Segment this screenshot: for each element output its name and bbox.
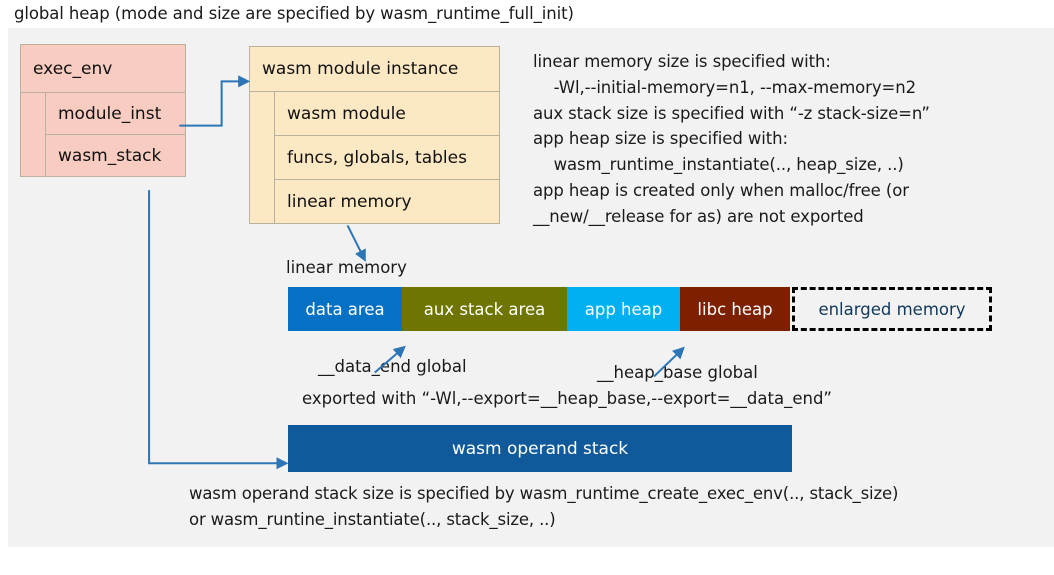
module-instance-field-linear-memory: linear memory <box>287 192 412 212</box>
memory-segment-libc-heap: libc heap <box>680 287 790 331</box>
page-title: global heap (mode and size are specified… <box>14 4 574 23</box>
linear-memory-bar: data area aux stack area app heap libc h… <box>288 287 992 331</box>
linear-memory-caption: linear memory <box>286 258 407 277</box>
memory-segment-aux-stack-area: aux stack area <box>402 287 567 331</box>
module-instance-body: wasm module funcs, globals, tables linea… <box>250 92 499 224</box>
memory-size-notes: linear memory size is specified with: -W… <box>533 52 930 226</box>
exec-env-gutter <box>21 93 46 177</box>
memory-segment-app-heap: app heap <box>567 287 680 331</box>
arrow-linear-memory-to-bar <box>346 224 366 262</box>
exec-env-header: exec_env <box>21 45 185 93</box>
exec-env-field-module-inst: module_inst <box>46 93 185 135</box>
module-instance-rows: wasm module funcs, globals, tables linea… <box>275 92 499 224</box>
wasm-module-instance-box: wasm module instance wasm module funcs, … <box>249 46 500 224</box>
export-flags-note: exported with “-Wl,--export=__heap_base,… <box>302 389 832 408</box>
arrow-wasm-stack-to-operand-stack <box>148 190 289 470</box>
operand-stack-note: wasm operand stack size is specified by … <box>189 484 899 529</box>
memory-segment-data-area: data area <box>288 287 402 331</box>
data-end-annotation: __data_end global <box>318 357 467 376</box>
exec-env-body: module_inst wasm_stack <box>21 93 185 177</box>
arrow-module-inst-to-instance <box>179 75 251 127</box>
wasm-operand-stack-box: wasm operand stack <box>288 425 792 472</box>
diagram-root: global heap (mode and size are specified… <box>8 4 1054 547</box>
memory-segment-enlarged-memory: enlarged memory <box>792 287 992 331</box>
diagram-canvas: exec_env module_inst wasm_stack wasm mod… <box>8 28 1054 547</box>
module-instance-gutter <box>250 92 275 224</box>
exec-env-box: exec_env module_inst wasm_stack <box>20 44 186 177</box>
exec-env-rows: module_inst wasm_stack <box>46 93 185 177</box>
module-instance-field-funcs-globals-tables: funcs, globals, tables <box>275 136 499 180</box>
module-instance-header: wasm module instance <box>250 47 499 92</box>
module-instance-field-wasm-module: wasm module <box>275 92 499 136</box>
heap-base-annotation: __heap_base global <box>597 363 758 382</box>
exec-env-field-wasm-stack: wasm_stack <box>58 146 162 166</box>
